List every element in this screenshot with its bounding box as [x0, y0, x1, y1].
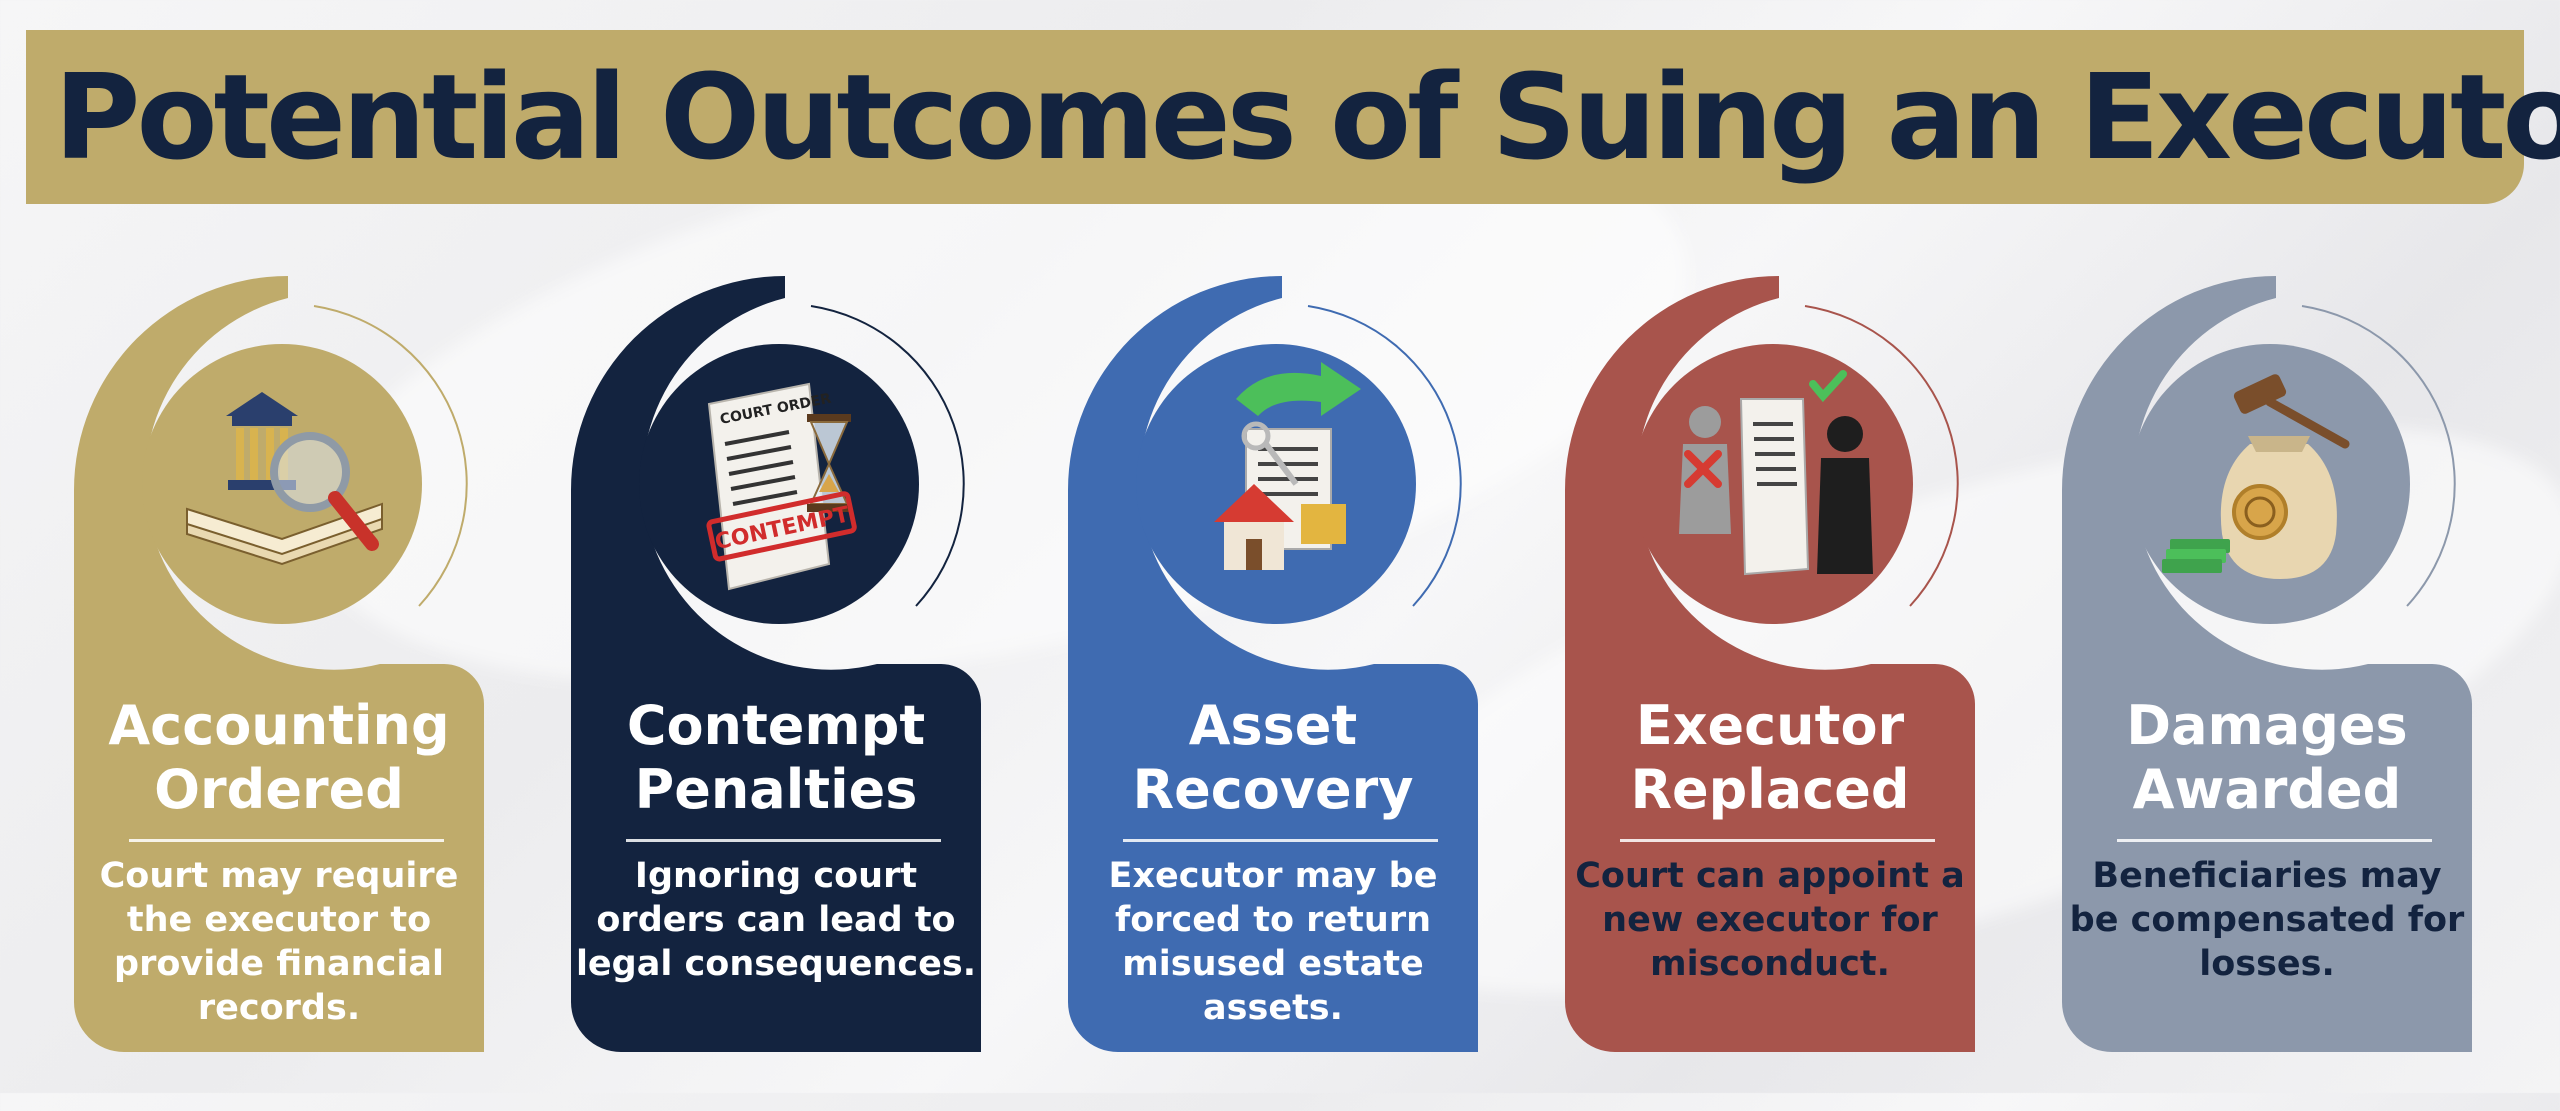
card-title: Accounting Ordered	[108, 694, 450, 821]
card-title: Asset Recovery	[1132, 694, 1414, 821]
outcome-card-damages-awarded: Damages Awarded Beneficiaries may be com…	[2062, 276, 2512, 1052]
outcome-card-asset-recovery: Asset Recovery Executor may be forced to…	[1068, 276, 1518, 1052]
card-shape	[2062, 276, 2472, 1052]
card-shape	[1068, 276, 1478, 1052]
title-banner: Potential Outcomes of Suing an Executor	[26, 30, 2560, 204]
icon-circle: COURT ORDER CONTEMPT	[639, 344, 919, 624]
card-title: Contempt Penalties	[626, 694, 926, 821]
card-divider	[129, 839, 444, 842]
card-title: Executor Replaced	[1630, 694, 1910, 821]
card-divider	[626, 839, 941, 842]
card-title: Damages Awarded	[2126, 694, 2408, 821]
icon-circle	[142, 344, 422, 624]
card-shape	[571, 276, 981, 1052]
outcome-card-executor-replaced: Executor Replaced Court can appoint a ne…	[1565, 276, 2015, 1052]
card-description: Court may require the executor to provid…	[99, 856, 459, 1028]
card-description: Court can appoint a new executor for mis…	[1575, 856, 1965, 984]
card-divider	[2117, 839, 2432, 842]
card-shape	[74, 276, 484, 1052]
card-description: Executor may be forced to return misused…	[1108, 856, 1438, 1028]
card-description: Ignoring court orders can lead to legal …	[575, 856, 977, 984]
card-description: Beneficiaries may be compensated for los…	[2069, 856, 2465, 984]
executor-swap-icon	[1679, 370, 1873, 576]
outcome-card-accounting-ordered: Accounting Ordered Court may require the…	[74, 276, 524, 1052]
courthouse-ledger-magnifier-icon	[186, 392, 383, 566]
court-order-hourglass-icon: COURT ORDER CONTEMPT	[706, 382, 857, 591]
house-keys-document-icon	[1214, 362, 1361, 570]
outcome-card-contempt-penalties: COURT ORDER CONTEMPT Contempt Penalties …	[571, 276, 1021, 1052]
card-divider	[1123, 839, 1438, 842]
icon-circle	[1633, 344, 1913, 624]
money-bag-gavel-icon	[2162, 374, 2350, 579]
icon-circle	[1136, 344, 1416, 624]
page-title: Potential Outcomes of Suing an Executor	[54, 48, 2560, 186]
card-divider	[1620, 839, 1935, 842]
icon-circle	[2130, 344, 2410, 624]
card-shape	[1565, 276, 1975, 1052]
